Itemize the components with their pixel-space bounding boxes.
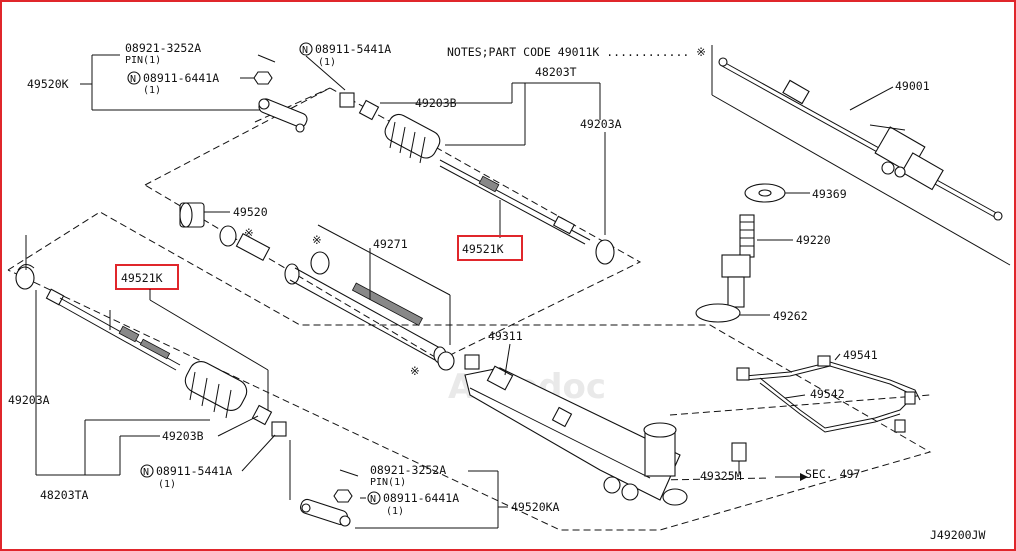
seal-49262 [695,303,741,323]
leader-49521k-left-b [149,299,269,371]
label-49325m: 49325M [700,469,742,483]
circle-n-bot1 [140,464,154,478]
tie-rod-end-top [258,98,308,133]
label-49520k: 49520K [27,77,69,91]
outline-center-assembly [7,211,932,531]
label-q-bot2: (1) [386,506,404,517]
label-49203b-left: 49203B [162,429,204,443]
outline-pipe-link [669,394,931,416]
tie-rod-lower [45,288,181,371]
bushing-49520 [179,202,237,247]
label-pin-bot: PIN(1) [370,477,406,488]
label-q-bot1: (1) [158,479,176,490]
label-49521k-top: 49521K [462,242,504,256]
circle-n-top1 [127,71,141,85]
fitting-49325m [731,442,747,470]
seal-ring-a [437,351,455,371]
label-49203b-top: 49203B [415,96,457,110]
rack-49271 [235,233,447,364]
leader-49001 [849,86,894,111]
nut-lower [271,421,287,437]
mark-asterisk-1: ※ [312,233,322,247]
label-49520: 49520 [233,205,268,219]
label-49311: 49311 [488,329,523,343]
n-mark-top1: N [130,74,136,85]
n-mark-bot1: N [143,467,149,478]
n-mark-bot2: N [370,494,376,505]
leader-n-top2 [305,55,346,91]
steering-gear-assembly [718,57,1003,221]
nut-top1 [253,71,273,85]
pin-top-graphic [257,54,276,63]
highlight-49521k-left [115,264,179,290]
label-49220: 49220 [796,233,831,247]
pinion-49220 [721,214,755,308]
leader-n-bot1 [241,434,276,472]
label-49203a-top: 49203A [580,117,622,131]
label-49369: 49369 [812,187,847,201]
label-49520ka: 49520KA [511,500,560,514]
boot-upper [339,92,441,164]
boot-lower [184,360,287,437]
label-n-bot2: 08911-6441A [383,491,459,505]
diagram-code: J49200JW [930,528,985,542]
leader-49271-a [317,224,451,296]
label-n-bot1: 08911-5441A [156,464,232,478]
label-49001: 49001 [895,79,930,93]
tie-rod-end-bottom [300,498,351,527]
label-49271: 49271 [373,237,408,251]
nut-upper [339,92,355,108]
label-49521k-left: 49521K [121,271,163,285]
leader-49541 [834,353,841,361]
label-49541: 49541 [843,348,878,362]
outline-tie-end-link [254,87,331,123]
label-n-top2: 08911-5441A [315,42,391,56]
outline-top-assembly [144,87,642,361]
tie-rod-upper [439,159,615,265]
label-49542: 49542 [810,387,845,401]
pipe-49542 [759,377,916,433]
label-sec497: SEC. 497 [805,467,860,481]
n-mark-top2: N [302,45,308,56]
label-49203a-left: 49203A [8,393,50,407]
label-q-top2: (1) [318,57,336,68]
pin-bot-graphic [339,469,359,477]
circle-n-bot2 [367,491,381,505]
clamp-left [15,264,35,290]
rack-housing-49311 [464,365,688,506]
mark-asterisk-3: ※ [410,364,420,378]
mark-asterisk-2: ※ [244,226,254,240]
label-48203ta: 48203TA [40,488,89,502]
label-pin-top: PIN(1) [125,55,161,66]
seal-block [464,354,480,370]
notes-text: NOTES;PART CODE 49011K ............ ※ [447,45,706,59]
border-line-49001-b [711,94,1011,266]
highlight-49521k-top [457,235,523,261]
label-q-top1: (1) [143,85,161,96]
pipe-49541 [736,355,921,401]
ring-49271 [310,251,330,275]
label-48203t: 48203T [535,65,577,79]
label-n-top1: 08911-6441A [143,71,219,85]
label-08921-bot: 08921-3252A [370,463,446,477]
circle-n-top2 [299,42,313,56]
nut-bot [333,489,353,503]
label-49262: 49262 [773,309,808,323]
leader-49542 [784,394,806,399]
leader-49311 [504,343,511,376]
outline-sec-link [659,477,771,481]
label-08921-top: 08921-3252A [125,41,201,55]
leader-49203b-left-b [217,415,259,437]
